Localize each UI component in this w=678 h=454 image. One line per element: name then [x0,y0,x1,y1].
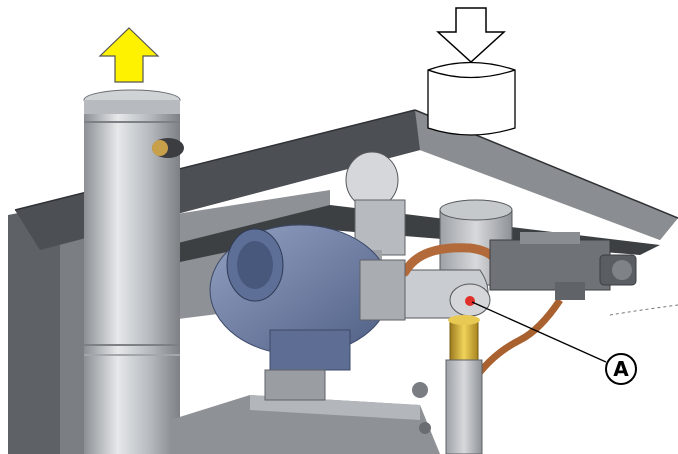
intake-arrow-icon [436,7,506,64]
lower-housing [170,369,440,454]
wire-lead [609,304,678,316]
exhaust-arrow-icon [98,27,160,83]
callout-a-leader-line [471,301,607,363]
callout-a: A [471,301,637,385]
callout-target-marker [465,296,475,306]
callout-a-label: A [613,357,629,381]
valve-actuator-block [489,232,637,300]
brass-fitting [445,315,483,454]
air-intake-collar [427,61,516,136]
blower-fan [209,224,406,371]
panel-underside [170,205,660,262]
exhaust-flue-pipe [83,89,184,454]
